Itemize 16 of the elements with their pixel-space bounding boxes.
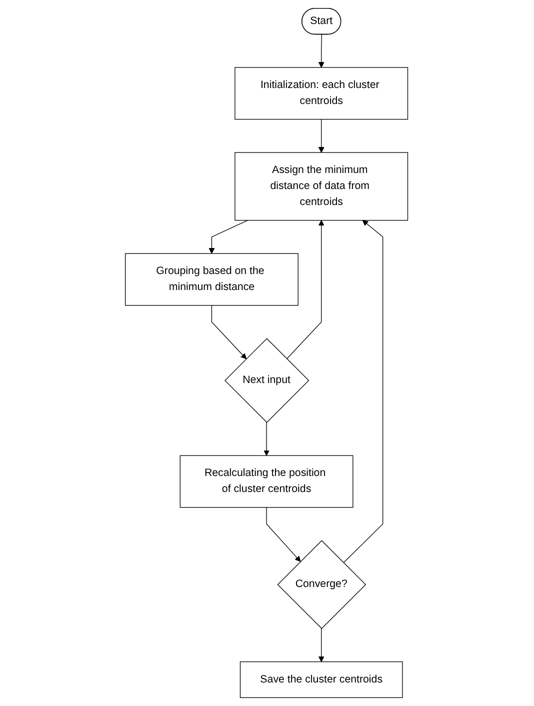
node-box: Assign the minimum distance of data from centroids bbox=[235, 152, 409, 221]
node-diamond: Next input bbox=[224, 338, 310, 423]
arrow bbox=[318, 628, 325, 662]
arrow bbox=[212, 305, 247, 360]
node-box: Recalculating the position of cluster centroids bbox=[180, 455, 354, 508]
arrow bbox=[266, 507, 302, 562]
node-diamond: Converge? bbox=[278, 540, 367, 630]
arrow bbox=[318, 34, 325, 68]
arrow bbox=[286, 220, 325, 360]
arrow bbox=[209, 220, 249, 254]
arrow bbox=[344, 220, 384, 564]
node-box: Initialization: each cluster centroids bbox=[235, 67, 409, 120]
node-box: Grouping based on the minimum distance bbox=[125, 253, 299, 306]
arrow bbox=[264, 422, 270, 456]
arrow bbox=[318, 118, 325, 153]
node-box: Save the cluster centroids bbox=[240, 661, 404, 698]
